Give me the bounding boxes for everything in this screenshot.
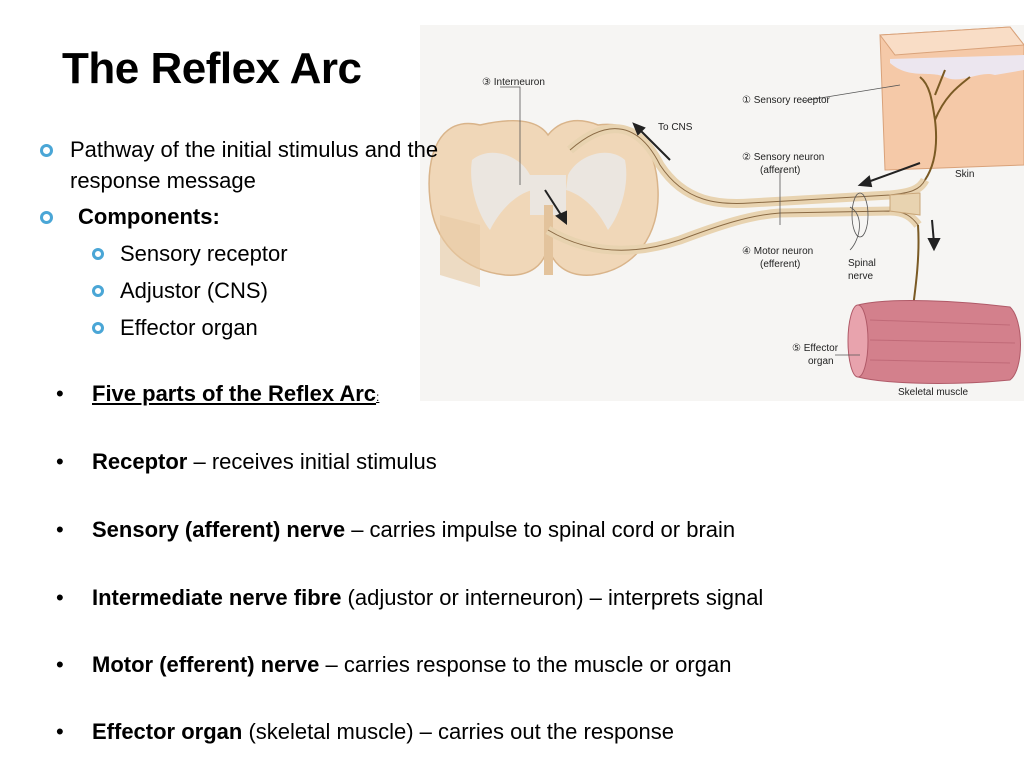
five-parts-heading-suffix: : <box>376 390 380 404</box>
part-desc: – receives initial stimulus <box>187 449 437 474</box>
part-desc: – carries impulse to spinal cord or brai… <box>345 517 736 542</box>
part-desc: (skeletal muscle) – carries out the resp… <box>242 719 674 744</box>
label-sensory-neuron: ② Sensory neuron <box>742 152 824 163</box>
label-spinal-nerve-2: nerve <box>848 271 873 282</box>
part-desc: (adjustor or interneuron) – interprets s… <box>341 585 764 610</box>
label-to-cns: To CNS <box>658 122 693 133</box>
label-skeletal-muscle: Skeletal muscle <box>898 387 968 398</box>
part-term: Effector organ <box>92 719 243 744</box>
label-sensory-receptor: ① Sensory receptor <box>742 95 831 106</box>
label-sensory-neuron-afferent: (afferent) <box>760 165 800 176</box>
part-term: Sensory (afferent) nerve <box>92 517 346 542</box>
reflex-arc-illustration: ③ Interneuron To CNS ① Sensory receptor … <box>420 25 1024 401</box>
component-item: Adjustor (CNS) <box>120 278 268 303</box>
label-spinal-nerve-1: Spinal <box>848 258 876 269</box>
part-item: Effector organ (skeletal muscle) – carri… <box>92 719 674 745</box>
bullet-circle-icon <box>92 248 104 260</box>
bullet-circle-icon <box>92 322 104 334</box>
bullet-dot-icon: • <box>56 652 64 677</box>
part-item: Sensory (afferent) nerve – carries impul… <box>92 517 735 543</box>
part-desc: – carries response to the muscle or orga… <box>319 652 732 677</box>
slide-title: The Reflex Arc <box>62 44 362 93</box>
skin-icon <box>879 26 1024 171</box>
part-term: Motor (efferent) nerve <box>92 652 320 677</box>
component-item: Effector organ <box>120 315 258 340</box>
reflex-arc-diagram: ③ Interneuron To CNS ① Sensory receptor … <box>420 25 1024 401</box>
label-motor-neuron-efferent: (efferent) <box>760 259 800 270</box>
bullet-circle-icon <box>40 211 53 224</box>
part-term: Intermediate nerve fibre <box>92 585 342 610</box>
bullet-dot-icon: • <box>56 381 64 406</box>
label-interneuron: ③ Interneuron <box>482 77 545 88</box>
label-effector-organ: organ <box>808 356 834 367</box>
five-parts-heading-text: Five parts of the Reflex Arc <box>92 381 377 406</box>
part-item: Receptor – receives initial stimulus <box>92 449 437 475</box>
bullet-dot-icon: • <box>56 719 64 744</box>
skeletal-muscle-icon <box>847 300 1021 384</box>
spinal-cord-icon <box>428 119 659 287</box>
component-item: Sensory receptor <box>120 241 288 266</box>
label-effector: ⑤ Effector <box>792 343 839 354</box>
intro-item-1-line-2: response message <box>70 168 256 193</box>
bullet-dot-icon: • <box>56 517 64 542</box>
intro-item-2: Components: <box>78 204 220 229</box>
bullet-dot-icon: • <box>56 449 64 474</box>
bullet-circle-icon <box>40 144 53 157</box>
part-term: Receptor <box>92 449 188 474</box>
label-skin: Skin <box>955 169 974 180</box>
part-item: Intermediate nerve fibre (adjustor or in… <box>92 585 763 611</box>
part-item: Motor (efferent) nerve – carries respons… <box>92 652 731 678</box>
bullet-circle-icon <box>92 285 104 297</box>
bullet-dot-icon: • <box>56 585 64 610</box>
label-motor-neuron: ④ Motor neuron <box>742 246 813 257</box>
five-parts-heading: Five parts of the Reflex Arc: <box>92 381 379 407</box>
intro-item-1-line-1: Pathway of the initial stimulus and the <box>70 137 439 162</box>
